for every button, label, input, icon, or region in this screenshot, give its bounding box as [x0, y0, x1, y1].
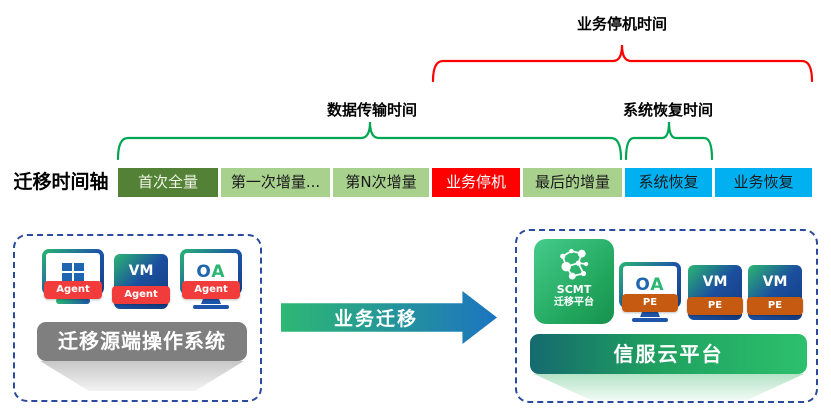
- molecule-icon: [560, 248, 589, 280]
- monitor-neck: [201, 295, 221, 304]
- timeline-block-nth-increment: 第N次增量: [333, 168, 429, 197]
- agent-badge: Agent: [44, 281, 102, 299]
- timeline-block-system-recovery: 系统恢复: [625, 168, 712, 197]
- pe-badge: PE: [687, 297, 743, 315]
- oa-pe-icon: OA PE: [619, 262, 681, 322]
- target-platform-bar: 信服云平台: [530, 334, 807, 374]
- pe-badge: PE: [622, 294, 678, 312]
- timeline-block-business-recovery: 业务恢复: [715, 168, 812, 197]
- migration-arrow-label: 业务迁移: [333, 308, 418, 330]
- business-downtime-brace: [431, 44, 814, 83]
- agent-badge: Agent: [182, 281, 240, 299]
- timeline-block-first-increment: 第一次增量...: [221, 168, 330, 197]
- vm-label: VM: [762, 274, 788, 290]
- timeline-axis-label: 迁移时间轴: [13, 171, 109, 193]
- scmt-name: SCMT: [556, 283, 592, 296]
- business-downtime-label: 业务停机时间: [576, 15, 667, 33]
- scmt-platform-icon: SCMT 迁移平台: [534, 239, 614, 324]
- system-recovery-brace: [624, 121, 714, 161]
- source-pedestal: [40, 361, 244, 391]
- timeline-block-first-full: 首次全量: [118, 168, 218, 197]
- timeline-block-last-increment: 最后的增量: [523, 168, 622, 197]
- agent-badge: Agent: [112, 286, 170, 304]
- scmt-subtitle: 迁移平台: [554, 296, 594, 308]
- data-transfer-brace: [116, 121, 623, 161]
- source-system-box: Agent VM Agent OA Agent 迁移源端操作系统: [13, 234, 262, 402]
- oa-label: OA: [635, 275, 665, 295]
- monitor-neck: [640, 308, 660, 317]
- monitor-base: [193, 305, 229, 309]
- windows-agent-icon: Agent: [42, 249, 104, 304]
- vm-pe-icon-2: VM PE: [747, 265, 803, 320]
- pe-badge: PE: [747, 297, 803, 315]
- monitor-base: [632, 318, 668, 322]
- windows-logo-icon: [62, 263, 84, 281]
- timeline-block-business-stop: 业务停机: [432, 168, 520, 197]
- vm-agent-icon: VM Agent: [112, 254, 170, 309]
- target-pedestal: [534, 374, 804, 400]
- vm-pe-icon-1: VM PE: [687, 265, 743, 320]
- monitor-stand: [56, 298, 90, 304]
- data-transfer-label: 数据传输时间: [326, 101, 417, 119]
- oa-label: OA: [196, 262, 226, 282]
- oa-agent-icon: OA Agent: [180, 249, 242, 309]
- system-recovery-label: 系统恢复时间: [622, 101, 713, 119]
- vm-label: VM: [128, 263, 154, 279]
- target-cloud-box: SCMT 迁移平台 OA PE VM PE VM PE 信服云平台: [515, 229, 818, 403]
- source-platform-bar: 迁移源端操作系统: [37, 322, 247, 361]
- vm-label: VM: [702, 274, 728, 290]
